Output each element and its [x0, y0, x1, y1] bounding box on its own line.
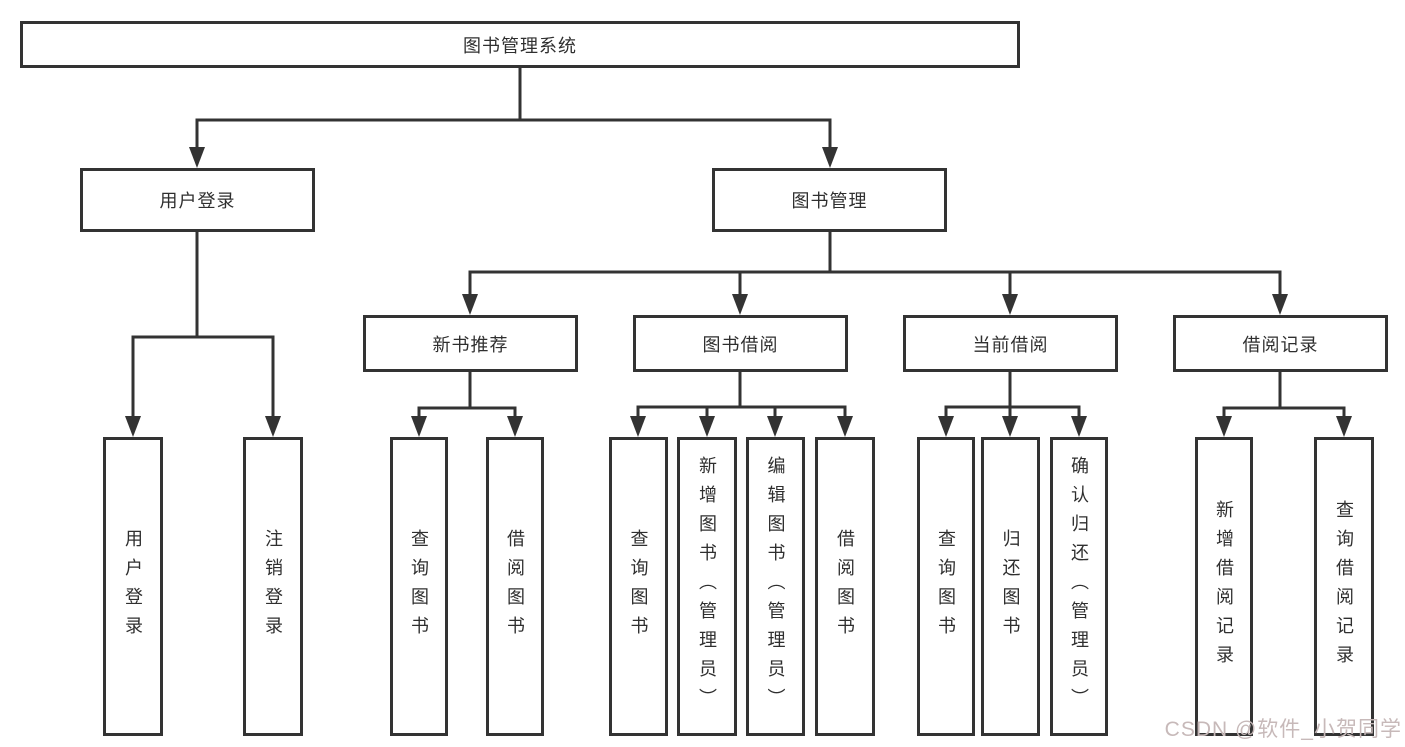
- node-label: 借阅图书: [505, 528, 525, 645]
- node-query-borrow-record: 查询借阅记录: [1314, 437, 1374, 736]
- arrowhead: [411, 416, 427, 437]
- connector-borrowing-records: [1222, 370, 1346, 420]
- arrowhead: [462, 294, 478, 315]
- node-borrowing-records: 借阅记录: [1173, 315, 1388, 372]
- arrowhead: [1272, 294, 1288, 315]
- node-logout: 注销登录: [243, 437, 303, 736]
- arrowhead: [837, 416, 853, 437]
- node-label: 图书管理系统: [463, 35, 577, 56]
- connector-book-borrowing: [636, 370, 847, 420]
- arrowhead: [1071, 416, 1087, 437]
- arrowhead: [767, 416, 783, 437]
- node-add-books-admin: 新增图书（管理员）: [677, 437, 737, 736]
- node-query-books-recommend: 查询图书: [390, 437, 448, 736]
- node-label: 新增借阅记录: [1214, 499, 1234, 674]
- node-confirm-return-admin: 确认归还（管理员）: [1050, 437, 1108, 736]
- connector-book-management: [468, 230, 1282, 298]
- node-label: 查询借阅记录: [1334, 499, 1354, 674]
- node-label: 新书推荐: [432, 334, 509, 355]
- node-label: 查询图书: [628, 528, 649, 645]
- connector-current-borrowing: [944, 370, 1081, 420]
- node-label: 图书借阅: [702, 334, 779, 355]
- node-edit-books-admin: 编辑图书（管理员）: [746, 437, 805, 736]
- node-book-management-system: 图书管理系统: [20, 21, 1020, 68]
- node-label: 查询图书: [409, 528, 429, 645]
- arrowhead: [699, 416, 715, 437]
- node-label: 查询图书: [936, 528, 956, 645]
- node-query-books-current: 查询图书: [917, 437, 975, 736]
- node-label: 借阅图书: [835, 528, 855, 645]
- arrowhead: [1002, 294, 1018, 315]
- node-label: 用户登录: [123, 528, 143, 645]
- arrowhead: [189, 147, 205, 168]
- node-book-borrowing: 图书借阅: [633, 315, 848, 372]
- node-label: 注销登录: [263, 528, 283, 645]
- arrowhead: [507, 416, 523, 437]
- node-current-borrowing: 当前借阅: [903, 315, 1118, 372]
- node-book-management: 图书管理: [712, 168, 947, 232]
- connector-user-login: [131, 230, 275, 420]
- connector-new-book: [417, 370, 517, 420]
- arrowhead: [1002, 416, 1018, 437]
- arrowhead: [822, 147, 838, 168]
- node-label: 新增图书（管理员）: [697, 456, 717, 717]
- node-label: 用户登录: [159, 191, 236, 211]
- node-user-login-leaf: 用户登录: [103, 437, 163, 736]
- node-label: 图书管理: [791, 191, 868, 211]
- node-return-books: 归还图书: [981, 437, 1040, 736]
- node-borrow-books-recommend: 借阅图书: [486, 437, 544, 736]
- node-user-login: 用户登录: [80, 168, 315, 232]
- arrowhead: [938, 416, 954, 437]
- csdn-watermark: CSDN @软件_小贺同学: [1164, 718, 1402, 741]
- node-label: 借阅记录: [1242, 334, 1319, 355]
- node-new-book-recommendation: 新书推荐: [363, 315, 578, 372]
- arrowhead: [630, 416, 646, 437]
- node-query-books-borrowing: 查询图书: [609, 437, 668, 736]
- node-label: 确认归还（管理员）: [1069, 456, 1089, 717]
- arrowhead: [265, 416, 281, 437]
- node-label: 编辑图书（管理员）: [765, 456, 786, 717]
- arrowhead: [1216, 416, 1232, 437]
- arrowhead: [732, 294, 748, 315]
- node-borrow-books: 借阅图书: [815, 437, 875, 736]
- connector-root-to-level2: [195, 66, 832, 151]
- arrowhead: [125, 416, 141, 437]
- node-add-borrow-record: 新增借阅记录: [1195, 437, 1253, 736]
- node-label: 归还图书: [1000, 528, 1021, 645]
- arrowhead: [1336, 416, 1352, 437]
- node-label: 当前借阅: [972, 334, 1049, 355]
